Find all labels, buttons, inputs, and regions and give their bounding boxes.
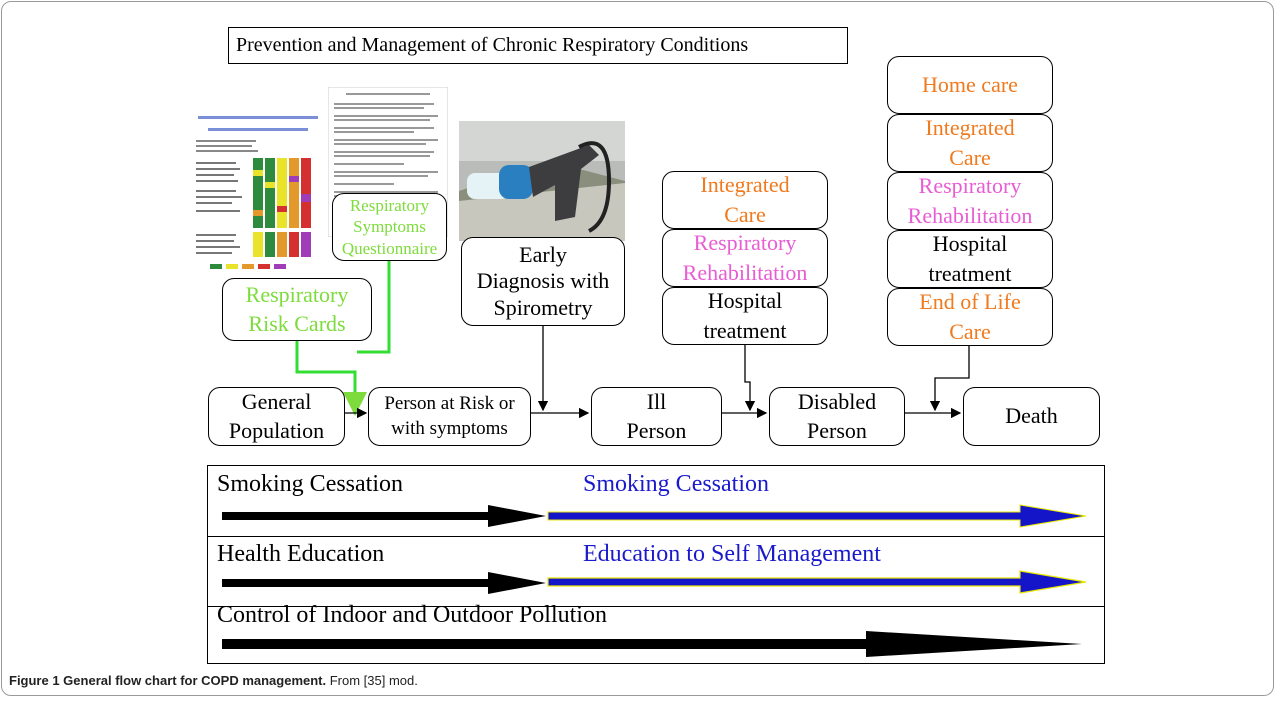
- health-blue-arrow: [547, 570, 1087, 594]
- caption-bold: Figure 1 General flow chart for COPD man…: [9, 673, 327, 688]
- disabled-hospital-treatment-box: Hospital treatment: [887, 230, 1053, 288]
- risk-cards-connector: [295, 341, 367, 416]
- end-of-life-care-box: End of Life Care: [887, 288, 1053, 346]
- ill-integrated-care-box: Integrated Care: [662, 171, 828, 229]
- smoking-blue-arrow: [547, 504, 1087, 528]
- health-education-band: [207, 536, 1105, 607]
- person-at-risk-box: Person at Risk or with symptoms: [368, 387, 531, 446]
- home-care-box: Home care: [887, 56, 1053, 114]
- smoking-cessation-band: [207, 465, 1105, 537]
- pollution-control-label: Control of Indoor and Outdoor Pollution: [217, 602, 607, 628]
- respiratory-symptoms-questionnaire-box: Respiratory Symptoms Questionnaire: [332, 193, 447, 261]
- ill-person-box: Ill Person: [591, 387, 722, 446]
- disabled-respiratory-rehabilitation-box: Respiratory Rehabilitation: [887, 172, 1053, 230]
- pollution-control-band: [207, 606, 1105, 664]
- figure-caption: Figure 1 General flow chart for COPD man…: [9, 673, 418, 688]
- respiratory-risk-cards-box: Respiratory Risk Cards: [222, 278, 372, 341]
- health-black-arrow: [222, 572, 546, 594]
- spirometer-photo: [459, 121, 625, 241]
- disabled-integrated-care-box: Integrated Care: [887, 114, 1053, 172]
- questionnaire-connector: [357, 261, 391, 354]
- health-education-label: Health Education: [217, 541, 385, 567]
- diagram-title: Prevention and Management of Chronic Res…: [228, 27, 848, 64]
- smoking-cessation-advanced-label: Smoking Cessation: [583, 471, 770, 497]
- risk-card-chart-image: [190, 110, 330, 280]
- ill-hospital-treatment-box: Hospital treatment: [662, 287, 828, 345]
- pollution-black-arrow: [222, 631, 1082, 657]
- disabled-person-box: Disabled Person: [769, 387, 905, 446]
- death-box: Death: [963, 387, 1100, 446]
- caption-source: From [35] mod.: [326, 673, 418, 688]
- disabled-care-connector: [929, 346, 970, 412]
- general-population-box: General Population: [208, 387, 345, 446]
- early-diagnosis-spirometry-box: Early Diagnosis with Spirometry: [461, 237, 625, 326]
- ill-care-connector: [744, 345, 756, 412]
- smoking-cessation-label: Smoking Cessation: [217, 471, 404, 497]
- smoking-black-arrow: [222, 505, 546, 527]
- ill-respiratory-rehabilitation-box: Respiratory Rehabilitation: [662, 229, 828, 287]
- self-management-education-label: Education to Self Management: [583, 541, 881, 567]
